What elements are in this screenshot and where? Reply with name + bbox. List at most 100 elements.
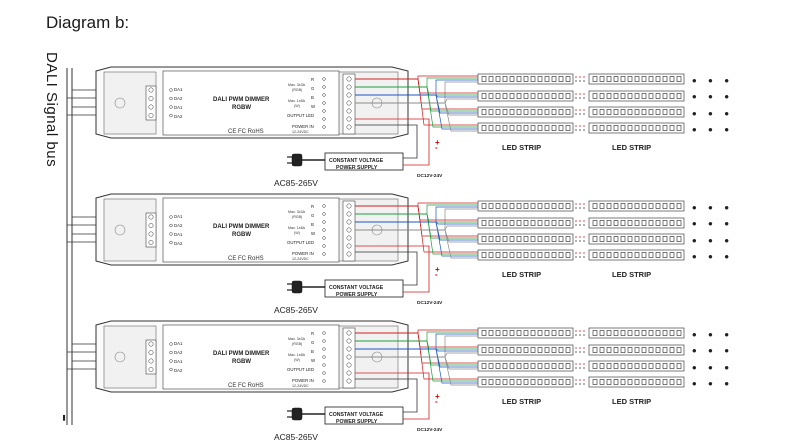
input-terminal-screw xyxy=(148,231,154,237)
led-chip xyxy=(516,203,522,209)
led-chip xyxy=(509,220,515,226)
led-chip xyxy=(481,93,487,99)
led-chip xyxy=(565,93,571,99)
strip-continuation-2: • • • xyxy=(692,343,733,358)
led-chip xyxy=(662,330,668,336)
output-terminal-dot xyxy=(322,371,326,375)
led-chip xyxy=(620,76,626,82)
led-chip xyxy=(565,236,571,242)
led-chip xyxy=(613,363,619,369)
led-strip-label-2: LED STRIP xyxy=(612,270,652,279)
led-chip xyxy=(551,203,557,209)
led-chip xyxy=(676,125,682,131)
led-chip xyxy=(641,347,647,353)
led-chip xyxy=(676,363,682,369)
led-chip xyxy=(655,330,661,336)
input-terminal-dot xyxy=(169,350,173,355)
terminal-da2-b: DA2 xyxy=(174,241,183,246)
ac-input-label: AC85-265V xyxy=(274,432,318,442)
strip-continuation-1: • • • xyxy=(692,73,733,88)
led-chip xyxy=(537,363,543,369)
led-chip xyxy=(606,347,612,353)
input-terminal-dot xyxy=(169,113,173,118)
dc-output-label: DC12V-24V xyxy=(417,301,443,306)
led-chip xyxy=(599,252,605,258)
output-terminal-dot xyxy=(322,244,326,248)
led-chip xyxy=(565,76,571,82)
psu-pos-wire xyxy=(355,372,430,420)
psu-plus: + xyxy=(435,392,440,401)
led-chip xyxy=(599,203,605,209)
led-chip xyxy=(516,76,522,82)
rgbw-wire xyxy=(355,221,478,257)
led-chip xyxy=(613,93,619,99)
input-terminal-screw xyxy=(148,358,154,364)
dimmer-cert: CE FC RoHS xyxy=(228,256,264,262)
output-terminal-screw xyxy=(346,370,352,376)
output-terminal-screw xyxy=(346,354,352,360)
terminal-g: G xyxy=(311,86,315,91)
led-chip xyxy=(523,93,529,99)
led-chip xyxy=(613,76,619,82)
dimmer-cert: CE FC RoHS xyxy=(228,129,264,135)
led-chip xyxy=(592,236,598,242)
output-terminal-dot xyxy=(322,379,326,383)
led-chip xyxy=(606,203,612,209)
led-chip xyxy=(613,379,619,385)
input-terminal-screw xyxy=(148,104,154,110)
led-chip xyxy=(488,76,494,82)
led-chip xyxy=(502,236,508,242)
strip-continuation-1: • • • xyxy=(692,200,733,215)
power-voltage: 12-24VDC xyxy=(292,130,309,134)
led-chip xyxy=(627,363,633,369)
led-chip xyxy=(509,236,515,242)
output-terminal-screw xyxy=(346,227,352,233)
output-terminal-screw xyxy=(346,243,352,249)
max-rating-1-sub: (RGB) xyxy=(292,215,303,219)
led-chip xyxy=(634,220,640,226)
led-chip xyxy=(627,76,633,82)
strip-continuation-4: • • • xyxy=(692,122,733,137)
input-terminal-screw xyxy=(148,240,154,245)
psu-label-1: CONSTANT VOLTAGE xyxy=(329,412,384,418)
led-chip xyxy=(537,330,543,336)
led-chip xyxy=(613,252,619,258)
led-chip xyxy=(544,330,550,336)
psu-label-2: POWER SUPPLY xyxy=(336,419,378,425)
led-chip xyxy=(613,220,619,226)
dimmer-label-panel xyxy=(162,324,340,390)
led-chip xyxy=(627,252,633,258)
led-chip xyxy=(627,125,633,131)
led-chip xyxy=(481,330,487,336)
led-chip xyxy=(523,220,529,226)
strip-continuation-3: • • • xyxy=(692,360,733,375)
output-terminal-block xyxy=(342,73,356,135)
led-chip xyxy=(599,220,605,226)
led-chip xyxy=(662,220,668,226)
led-chip xyxy=(599,93,605,99)
led-chip xyxy=(523,330,529,336)
led-chip xyxy=(551,363,557,369)
led-chip xyxy=(634,203,640,209)
output-terminal-screw xyxy=(346,76,352,82)
led-chip xyxy=(662,379,668,385)
rgbw-wire xyxy=(355,348,478,384)
psu-pos-wire xyxy=(355,118,430,166)
terminal-da1-a: DA1 xyxy=(174,87,183,92)
rgbw-wire xyxy=(355,102,478,132)
led-chip xyxy=(481,76,487,82)
led-chip xyxy=(620,93,626,99)
led-chip xyxy=(606,220,612,226)
led-chip xyxy=(655,220,661,226)
led-chip xyxy=(613,330,619,336)
led-chip xyxy=(488,109,494,115)
led-chip xyxy=(592,363,598,369)
output-terminal-dot xyxy=(322,125,326,129)
terminal-r: R xyxy=(311,204,315,209)
led-chip xyxy=(620,203,626,209)
led-chip xyxy=(509,330,515,336)
psu-label-1: CONSTANT VOLTAGE xyxy=(329,285,384,291)
led-chip xyxy=(523,125,529,131)
led-chip xyxy=(558,76,564,82)
